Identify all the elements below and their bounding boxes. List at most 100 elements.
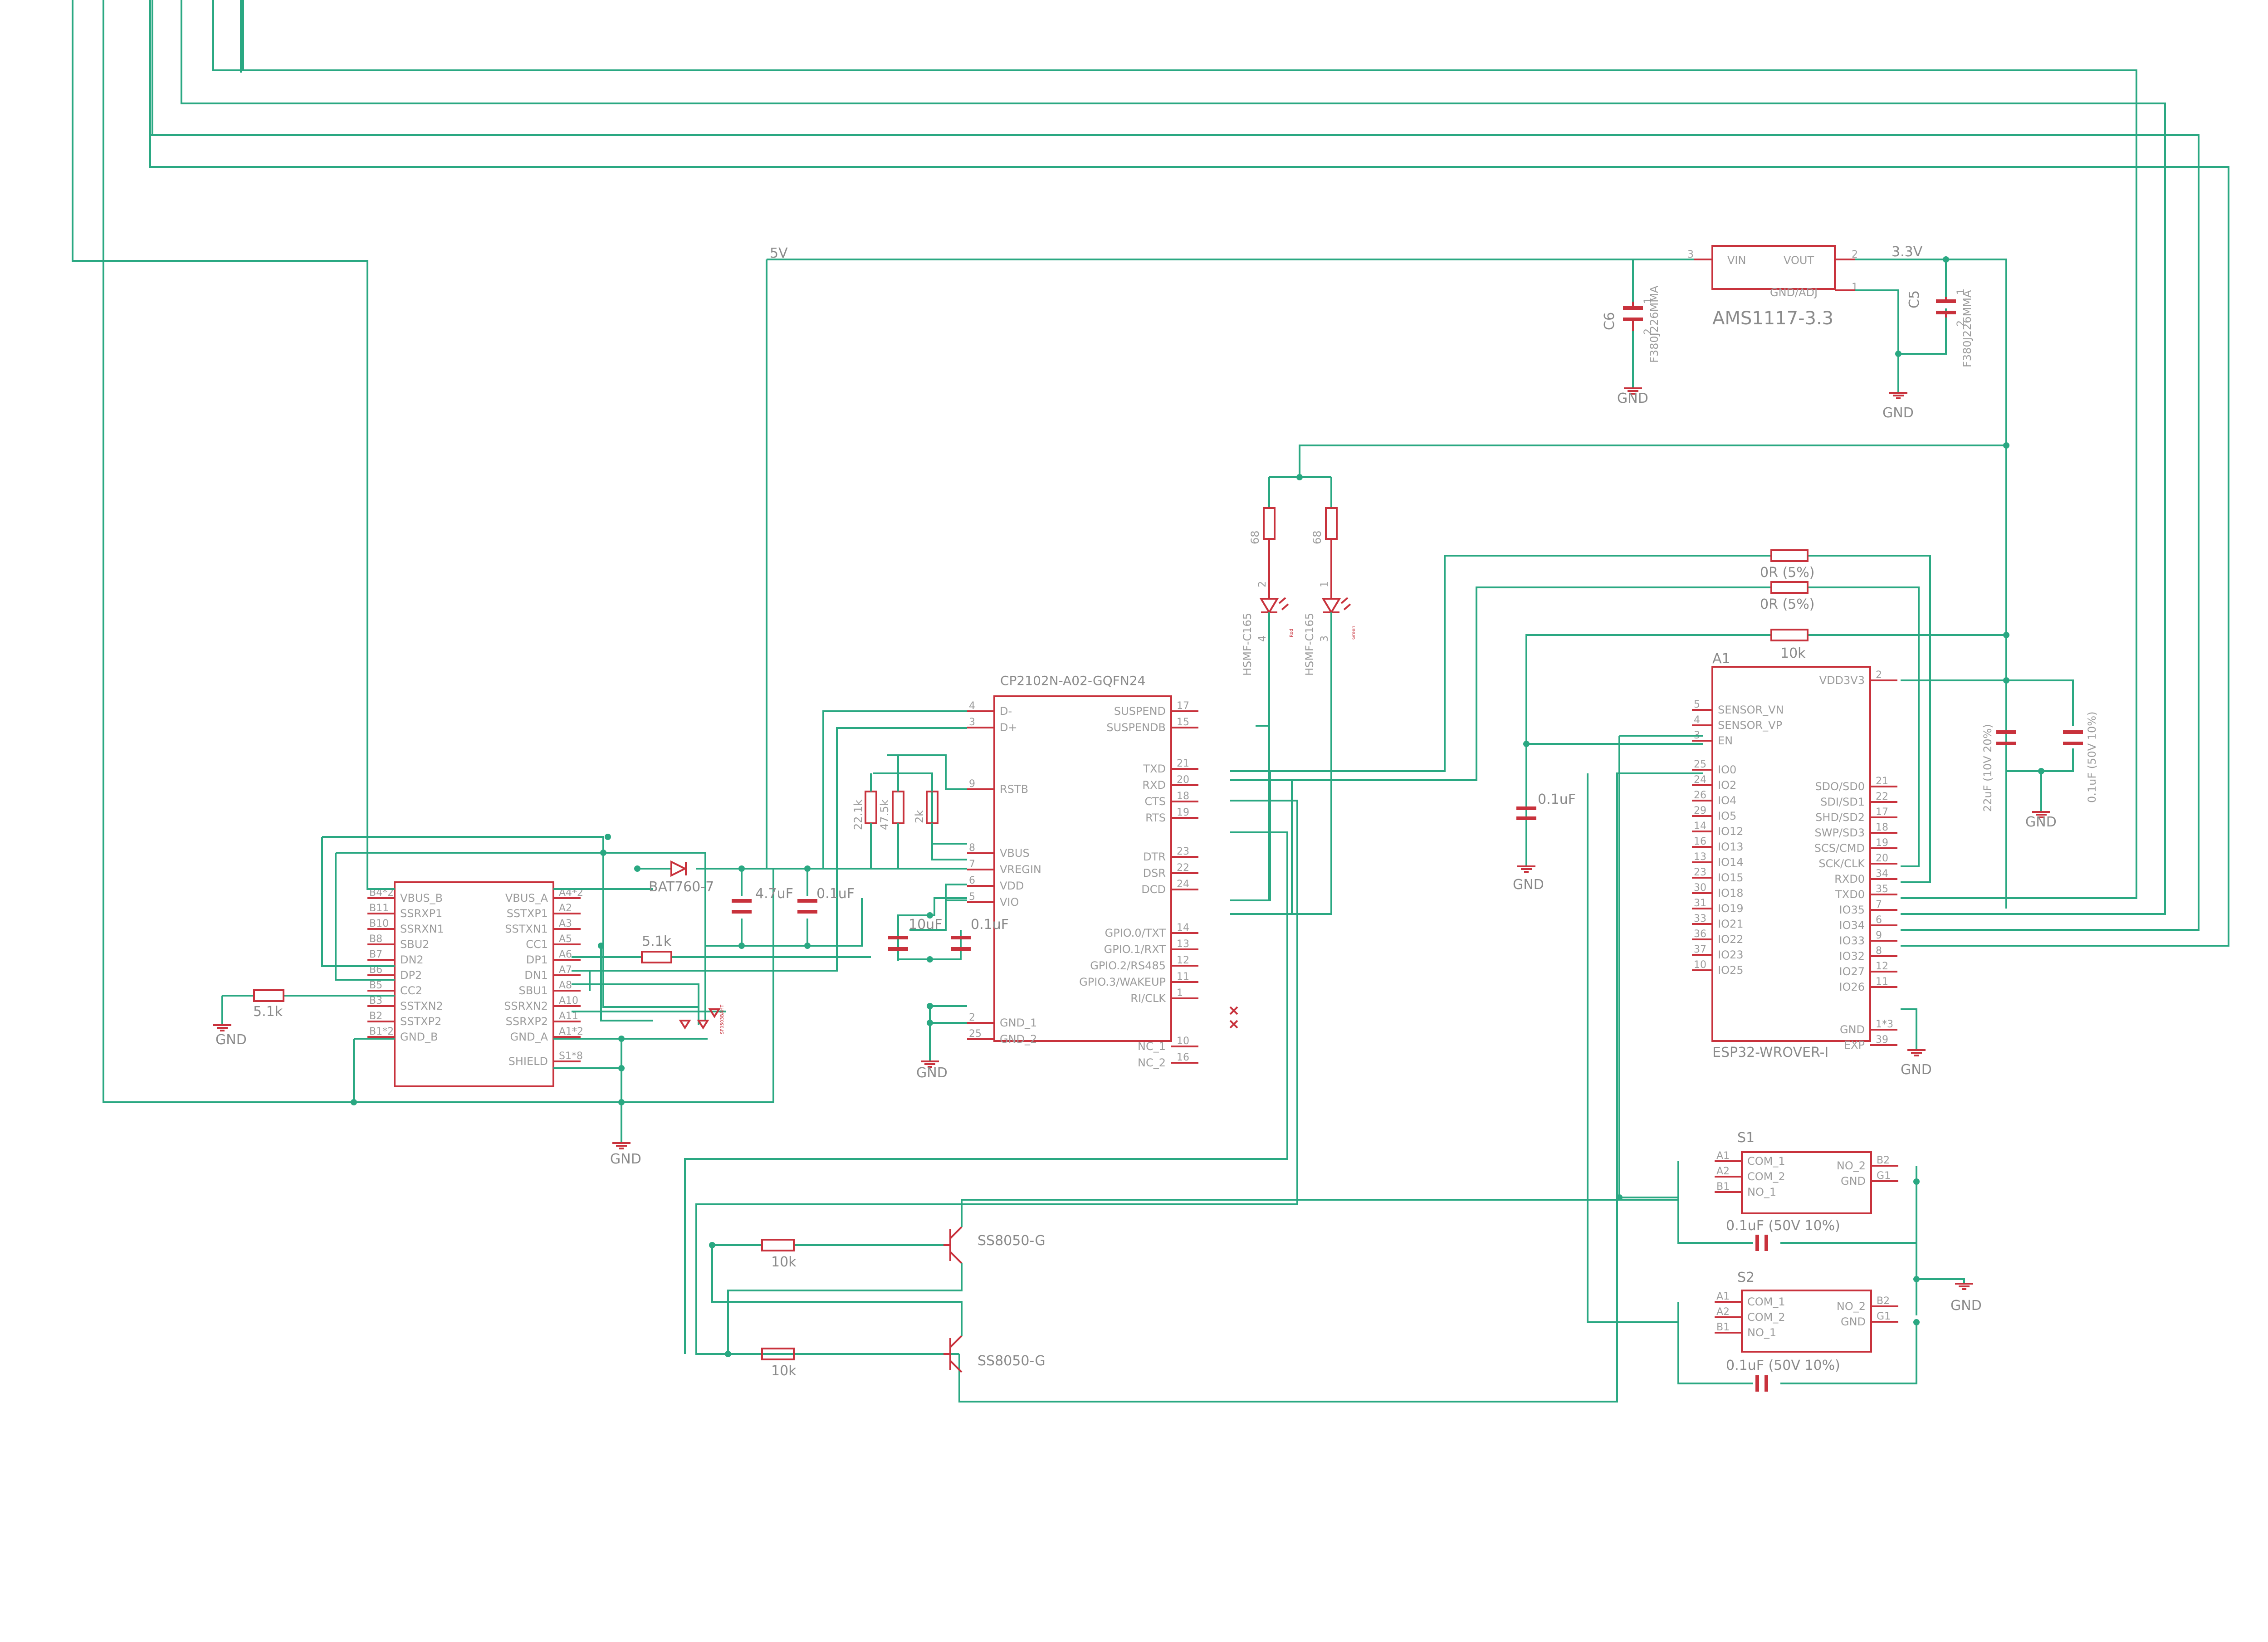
gnd-label-3v3: GND xyxy=(2025,814,2057,830)
diode-bat760: BAT760-7 xyxy=(649,879,714,895)
reg-adj-label: GND/ADJ xyxy=(1770,286,1818,299)
cp-pin-name: GPIO.0/TXT xyxy=(1105,927,1166,939)
esp-pin-number: 39 xyxy=(1876,1034,1888,1046)
usb-pin-number: A11 xyxy=(559,1011,578,1022)
esp-pin-number: 16 xyxy=(1694,836,1706,847)
q1-part: SS8050-G xyxy=(978,1233,1046,1249)
esp-pin-name: SENSOR_VP xyxy=(1718,719,1782,732)
cp-pin-name: TXD xyxy=(1143,762,1166,775)
cp-pin-number: 1 xyxy=(1177,987,1183,999)
cp-pin-name: VBUS xyxy=(1000,847,1030,860)
esp-pin-name: IO22 xyxy=(1718,933,1744,946)
usb-pin-name: DP1 xyxy=(526,953,548,966)
esp-pin-number: 20 xyxy=(1876,853,1888,864)
esp-pin-name: RXD0 xyxy=(1834,873,1865,885)
c6-pin1: 1 xyxy=(1642,298,1654,304)
cp-pin-number: 13 xyxy=(1177,938,1189,950)
usb-pin-number: A7 xyxy=(559,964,572,976)
esp-pin-number: 8 xyxy=(1876,945,1882,957)
cp-pin-number: 19 xyxy=(1177,807,1189,818)
esp-pin-number: 26 xyxy=(1694,790,1706,801)
usb-pin-name: CC2 xyxy=(400,984,422,997)
c-4u7: 4.7uF xyxy=(755,886,793,902)
r-68-green: 68 xyxy=(1311,530,1324,544)
s1-pin-name: NO_1 xyxy=(1747,1186,1776,1198)
usb-pin-name: SHIELD xyxy=(508,1055,548,1068)
s1-pin-number: B1 xyxy=(1716,1181,1730,1192)
cp-pin-name: GPIO.2/RS485 xyxy=(1090,959,1166,972)
reg-vout-label: VOUT xyxy=(1784,254,1814,267)
esp-pin-number: 25 xyxy=(1694,759,1706,770)
usb-pin-name: DP2 xyxy=(400,969,422,982)
esp-pin-number: 34 xyxy=(1876,868,1888,880)
esp-pin-name: IO32 xyxy=(1839,950,1865,963)
esp-pin-name: IO25 xyxy=(1718,964,1744,977)
esp-pin-name: IO5 xyxy=(1718,810,1736,822)
led-green-pin3: 3 xyxy=(1319,635,1330,642)
esp-pin-name: IO14 xyxy=(1718,856,1744,869)
c5-ref: C5 xyxy=(1906,290,1922,308)
cp-pin-name: D- xyxy=(1000,705,1012,718)
cp-pin-number: 2 xyxy=(969,1012,975,1023)
s1-cap: 0.1uF (50V 10%) xyxy=(1726,1218,1840,1234)
cp-pin-name: RSTB xyxy=(1000,783,1028,796)
esp-pin-name: IO27 xyxy=(1839,965,1865,978)
c-0u1-50v: 0.1uF (50V 10%) xyxy=(2086,712,2098,803)
auto-reset-transistors: 10k SS8050-G 10k SS8050-G xyxy=(709,1199,1678,1379)
esp-pin-name: IO18 xyxy=(1718,887,1744,899)
s2-pin-name: COM_2 xyxy=(1747,1311,1785,1324)
esp-pin-name: SHD/SD2 xyxy=(1815,811,1865,824)
cp-pin-name: SUSPEND xyxy=(1114,705,1166,718)
esp-pin-number: 21 xyxy=(1876,776,1888,787)
esp-pin-number: 17 xyxy=(1876,806,1888,818)
cp-pin-number: 5 xyxy=(969,891,975,903)
cp-pin-name: DCD xyxy=(1141,883,1166,896)
usb-pin-number: S1*8 xyxy=(559,1051,583,1062)
usb-pin-name: GND_A xyxy=(510,1031,548,1043)
cp-pin-name: DTR xyxy=(1143,850,1166,863)
gnd-label-cc2: GND xyxy=(215,1032,247,1048)
s2-pin-number: A1 xyxy=(1716,1291,1730,1302)
voltage-regulator: VIN VOUT GND/ADJ AMS1117-3.3 3 2 1 C6 F3… xyxy=(1602,244,2007,909)
esp-pin-name: EN xyxy=(1718,734,1733,747)
usb-pin-name: CC1 xyxy=(526,938,548,951)
cp-pin-number: 16 xyxy=(1177,1052,1189,1063)
led-red-part: HSMF-C165 xyxy=(1241,613,1254,676)
esp-pin-number: 4 xyxy=(1694,714,1700,726)
cp-pin-number: 6 xyxy=(969,875,975,886)
led-red-pin2: 2 xyxy=(1257,581,1268,587)
s1-pin-name: COM_2 xyxy=(1747,1170,1785,1183)
esp-pin-name: IO23 xyxy=(1718,948,1744,961)
usb-pin-number: A10 xyxy=(559,995,578,1007)
s1-pin-number: A1 xyxy=(1716,1150,1730,1162)
esp-pin-name: IO26 xyxy=(1839,981,1865,993)
reg-pin-adj: 1 xyxy=(1852,282,1858,293)
usb-pin-name: SSRXP1 xyxy=(400,907,442,920)
cp-pin-number: 14 xyxy=(1177,922,1189,933)
c-10u: 10uF xyxy=(909,917,942,933)
cp-pin-number: 12 xyxy=(1177,955,1189,966)
led-red-color: Red xyxy=(1289,629,1294,637)
esp-pin-number: 24 xyxy=(1694,774,1706,786)
usb-pin-name: DN2 xyxy=(400,953,424,966)
cp-pin-number: 17 xyxy=(1177,700,1189,712)
cp-pin-number: 11 xyxy=(1177,971,1189,982)
esp-pin-number: 5 xyxy=(1694,699,1700,710)
usb-pin-name: VBUS_A xyxy=(505,892,548,904)
usb-pin-name: SSTXN1 xyxy=(505,923,548,935)
cp-pin-number: 25 xyxy=(969,1028,982,1040)
usb-pin-number: A3 xyxy=(559,918,572,929)
s2-pin-name: GND xyxy=(1841,1315,1866,1328)
usb-pin-number: A5 xyxy=(559,933,572,945)
s2-pin-number: B2 xyxy=(1877,1295,1890,1307)
esp-pin-name: GND xyxy=(1840,1023,1865,1036)
cp-pin-number: 9 xyxy=(969,778,975,790)
cp-pin-name: RI/CLK xyxy=(1130,992,1166,1005)
usb-pin-name: SBU1 xyxy=(518,984,548,997)
esp-pin-name: SCS/CMD xyxy=(1814,842,1865,855)
usb-pin-name: SSRXN1 xyxy=(400,923,444,935)
esp-pin-number: 13 xyxy=(1694,851,1706,863)
